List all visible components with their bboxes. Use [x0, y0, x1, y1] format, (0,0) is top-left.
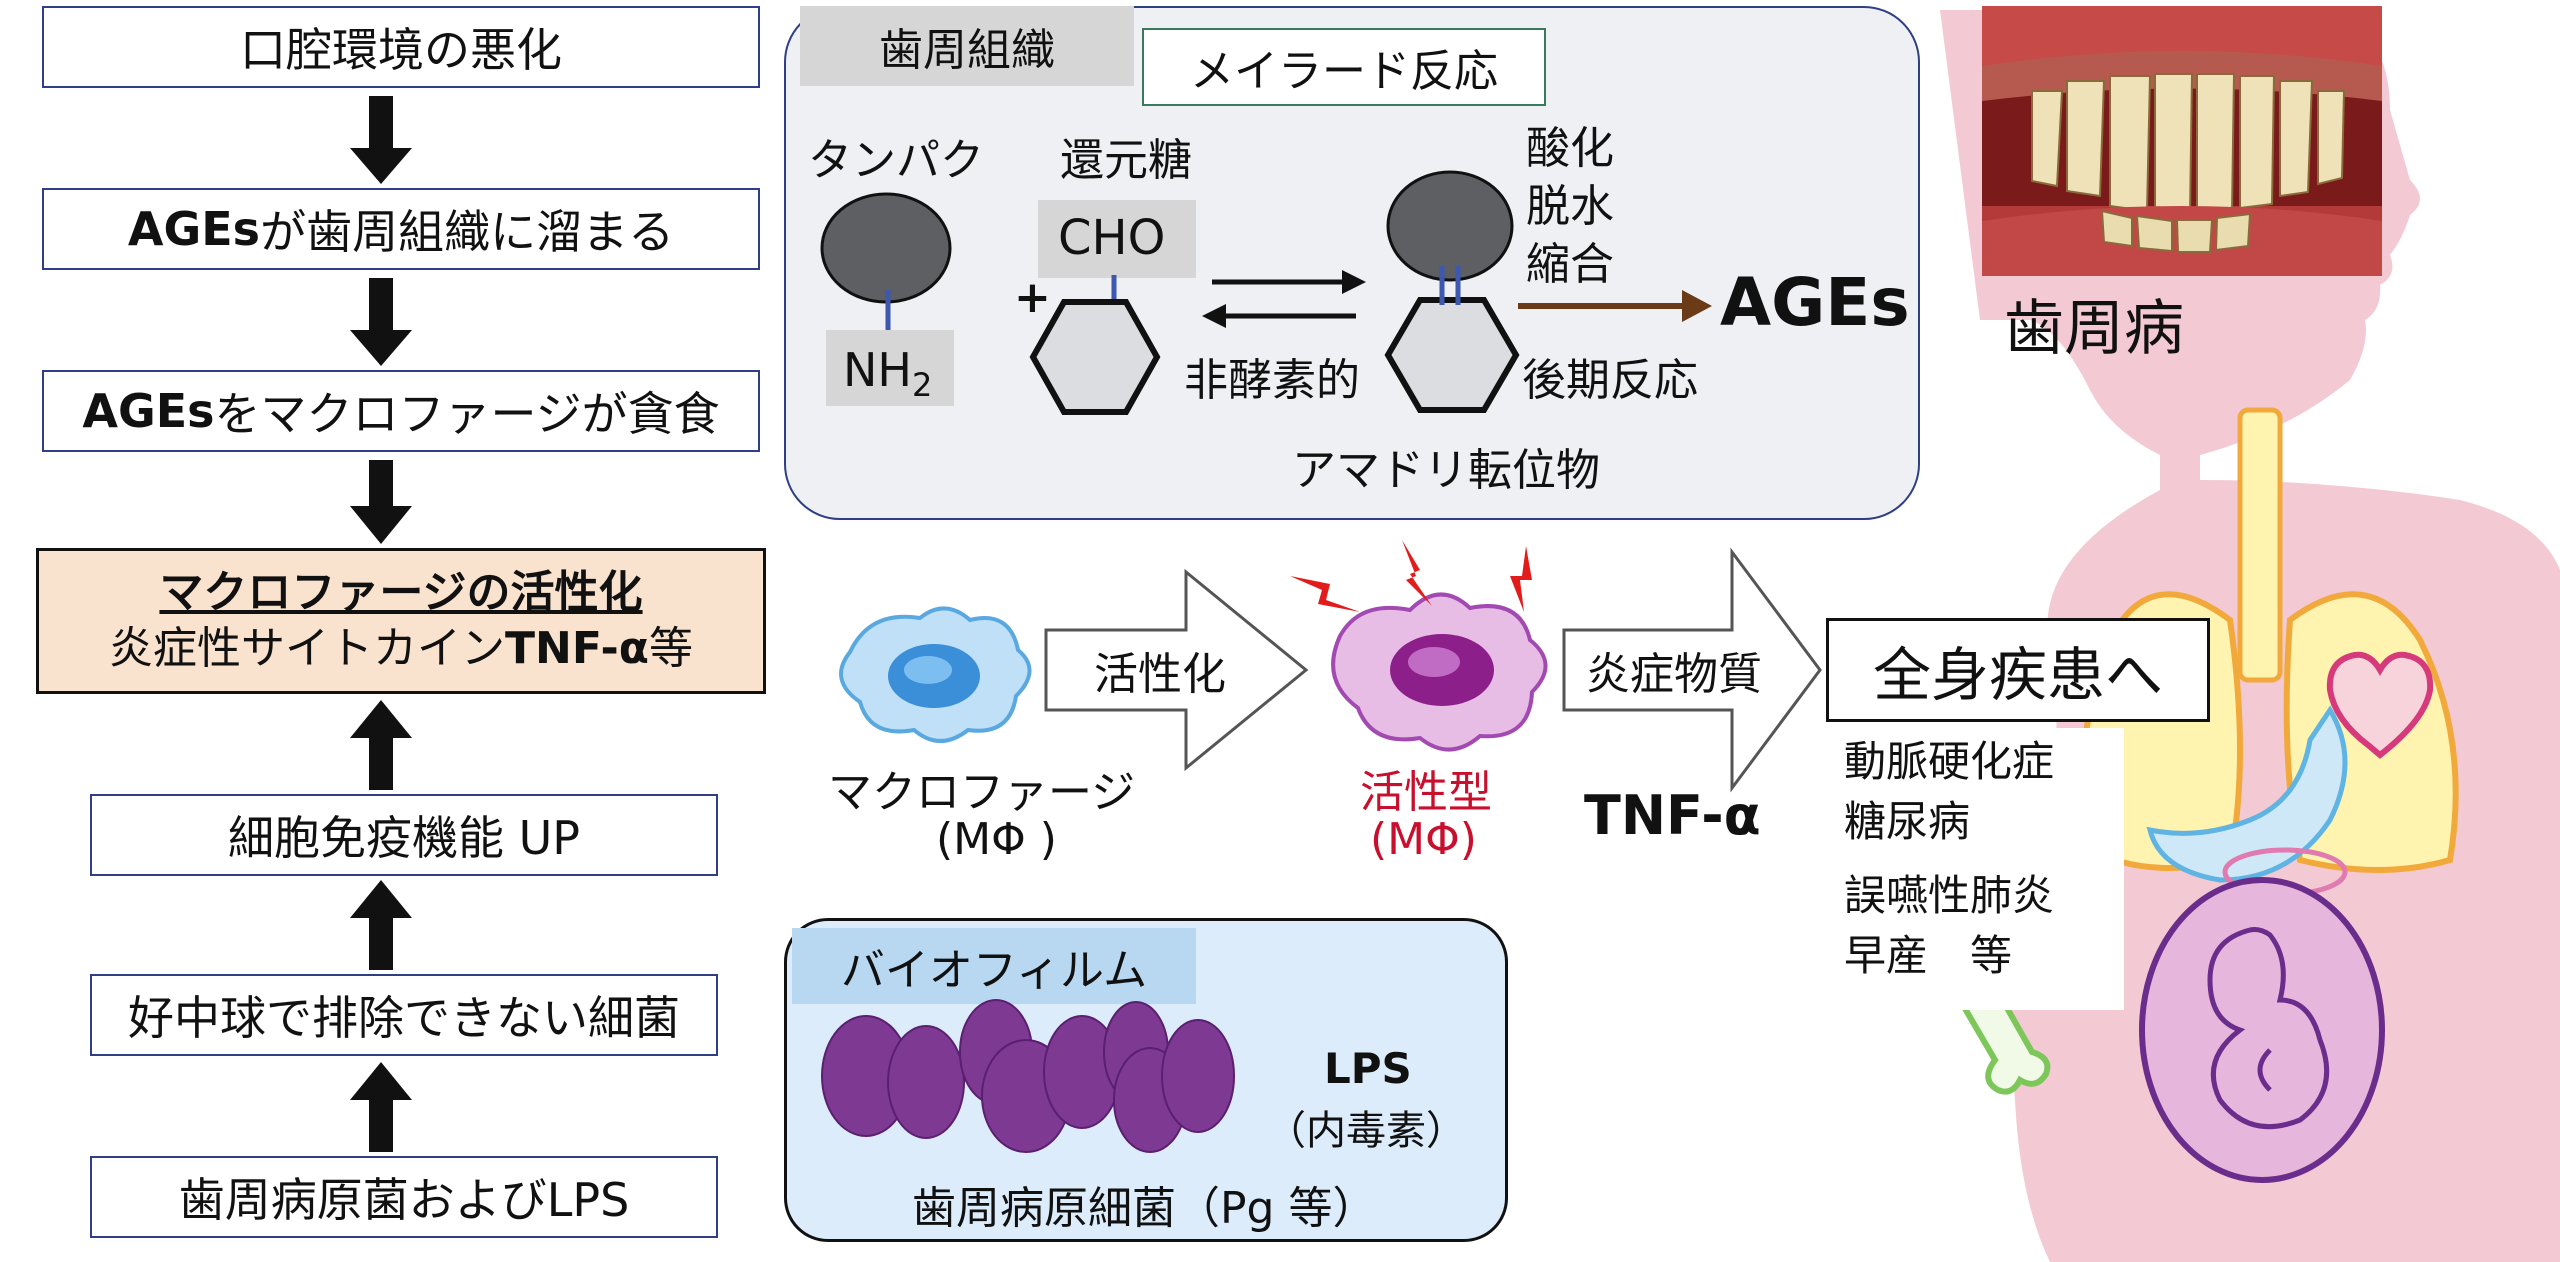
up-arrow-icon: [350, 700, 412, 790]
bacteria-label: 歯周病原細菌（Pg 等）: [912, 1183, 1377, 1234]
flow-step-pathogens-lps: 歯周病原菌およびLPS: [90, 1156, 718, 1238]
fetus-icon: [2207, 927, 2330, 1130]
nh2-label: NH2: [843, 343, 932, 404]
maillard-reaction-diagram: [820, 170, 1712, 415]
disease-list: 動脈硬化症 糖尿病 誤嚥性肺炎 早産 等: [1834, 728, 2124, 1010]
flow-step-oral-environment: 口腔環境の悪化: [42, 6, 760, 88]
flow-arrows: [350, 96, 412, 1152]
flow-step-label: をマクロファージが貪食: [214, 387, 720, 441]
flow-step-title: マクロファージの活性化: [159, 567, 643, 618]
down-arrow-icon: [350, 96, 412, 184]
disease-item: 動脈硬化症: [1844, 737, 2055, 786]
trachea: [2237, 407, 2283, 683]
bacteria-cluster: [821, 999, 1235, 1153]
macrophage-abbr-label: (MΦ ): [936, 814, 1057, 865]
flow-step-label: 口腔環境の悪化: [240, 23, 562, 77]
protein-blob: [820, 192, 952, 304]
active-abbr-label: (MΦ): [1370, 814, 1477, 865]
protein-label: タンパク: [808, 135, 984, 186]
down-arrow-icon: [350, 278, 412, 366]
systemic-disease-box: 全身疾患へ: [1826, 618, 2210, 722]
macrophage-activation-diagram: [839, 540, 1822, 793]
maillard-reaction-tag: メイラード反応: [1142, 28, 1546, 106]
periodontal-tissue-tag: 歯周組織: [800, 6, 1134, 86]
amadori-blob: [1386, 170, 1514, 282]
amadori-product-label: アマドリ転位物: [1292, 445, 1600, 496]
amadori-hexagon: [1384, 297, 1520, 413]
flow-step-label: 細胞免疫機能 UP: [227, 811, 581, 865]
plus-sign: +: [1014, 272, 1051, 323]
down-arrow-icon: [350, 460, 412, 544]
oxidation-label: 酸化: [1526, 123, 1614, 174]
inflammatory-label: 炎症物質: [1586, 649, 1762, 700]
up-arrow-icon: [350, 1062, 412, 1152]
flow-step-subtitle: 炎症性サイトカインTNF-α等: [109, 621, 693, 677]
cho-label: CHO: [1058, 210, 1166, 266]
tnf-alpha-label: TNF-α: [1584, 784, 1761, 847]
flow-step-macrophage-activation: マクロファージの活性化 炎症性サイトカインTNF-α等: [36, 548, 766, 694]
activation-arrow: [1044, 568, 1309, 772]
cytokine-label: 炎症性サイトカイン: [108, 623, 505, 674]
ages-label: AGEs: [1720, 264, 1910, 341]
active-type-label: 活性型: [1360, 767, 1492, 818]
photo-caption: 歯周病: [2004, 294, 2184, 364]
flow-step-label: 好中球で排除できない細菌: [128, 991, 680, 1045]
nh-text: NH: [843, 343, 912, 397]
flow-step-label-bold: AGEs: [127, 202, 261, 256]
disease-item: 早産 等: [1844, 931, 2013, 980]
non-enzymatic-label: 非酵素的: [1184, 355, 1360, 406]
lightning-icon: [1402, 540, 1432, 606]
late-reaction-label: 後期反応: [1522, 355, 1698, 406]
biofilm-tag: バイオフィルム: [792, 928, 1196, 1004]
flow-step-bacteria: 好中球で排除できない細菌: [90, 974, 718, 1056]
flow-step-label: が歯周組織に溜まる: [260, 205, 675, 259]
stomach: [2146, 705, 2348, 883]
flow-step-label-bold: AGEs: [82, 384, 215, 438]
lps-label: LPS: [1324, 1044, 1412, 1093]
lightning-icon: [1290, 576, 1360, 612]
disease-item: 糖尿病: [1844, 797, 1971, 846]
condensation-label: 縮合: [1526, 239, 1614, 290]
periodontal-disease-photo: [1982, 6, 2382, 276]
nh2-subscript: 2: [912, 366, 933, 405]
dehydration-label: 脱水: [1526, 181, 1614, 232]
flow-step-label: 歯周病原菌およびLPS: [178, 1173, 630, 1227]
reducing-sugar-label: 還元糖: [1060, 135, 1192, 186]
activate-label: 活性化: [1094, 649, 1226, 700]
endotoxin-label: （内毒素）: [1266, 1108, 1466, 1154]
tnf-label: TNF-α: [504, 623, 650, 674]
inflammatory-arrow: [1562, 547, 1822, 793]
heart-icon: [2326, 651, 2434, 759]
disease-item: 誤嚥性肺炎: [1844, 871, 2055, 920]
uterus: [2139, 877, 2385, 1183]
macrophage-label: マクロファージ: [828, 767, 1136, 818]
lightning-icon: [1510, 546, 1532, 612]
sugar-hexagon: [1029, 299, 1161, 415]
flow-step-cell-immunity: 細胞免疫機能 UP: [90, 794, 718, 876]
up-arrow-icon: [350, 880, 412, 970]
etc-label: 等: [649, 623, 694, 674]
